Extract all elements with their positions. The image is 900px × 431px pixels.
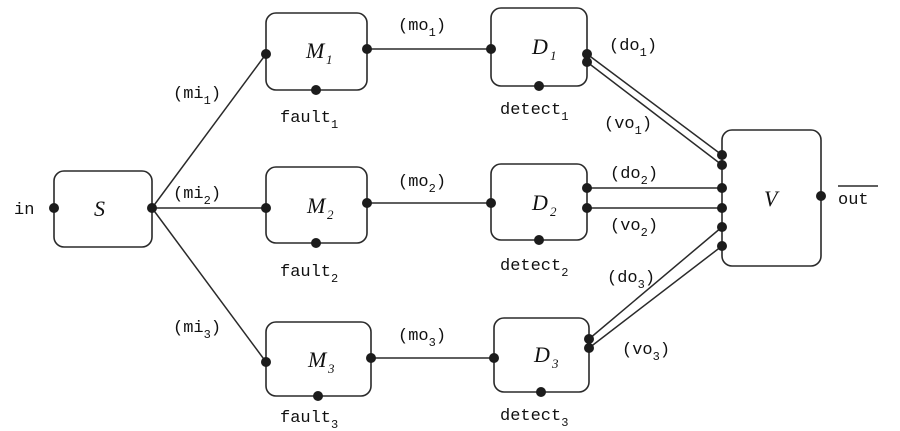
- label-mi-1: (mi1): [173, 85, 221, 108]
- module-D1: D 1: [490, 7, 588, 87]
- wire-do3: [588, 226, 723, 340]
- label-fault-2: fault2: [280, 263, 338, 286]
- port-d2-do: [582, 183, 592, 193]
- label-do-1: (do1): [609, 37, 657, 60]
- port-v-vo2: [717, 203, 727, 213]
- port-m1-in: [261, 49, 271, 59]
- label-vo-1: (vo1): [604, 115, 652, 138]
- module-m2-letter: M: [306, 193, 327, 218]
- module-m2-sub: 2: [327, 207, 334, 222]
- port-m2-fault: [311, 238, 321, 248]
- module-S: S: [53, 170, 153, 248]
- module-m1-letter: M: [305, 38, 326, 63]
- module-s-letter: S: [94, 196, 105, 221]
- port-m3-fault: [313, 391, 323, 401]
- module-m1-sub: 1: [326, 52, 333, 67]
- module-M2: M 2: [265, 166, 368, 244]
- port-d1-detect: [534, 81, 544, 91]
- module-v-letter: V: [764, 186, 780, 211]
- module-d3-letter: D: [533, 342, 550, 367]
- label-mo-1: (mo1): [398, 17, 446, 40]
- port-d2-vo: [582, 203, 592, 213]
- port-in: [49, 203, 59, 213]
- label-fault-1: fault1: [280, 109, 338, 132]
- label-detect-3: detect3: [500, 407, 568, 430]
- port-m1-out: [362, 44, 372, 54]
- port-m2-in: [261, 203, 271, 213]
- label-detect-1: detect1: [500, 101, 568, 124]
- label-mo-2: (mo2): [398, 173, 446, 196]
- label-in: in: [14, 201, 34, 220]
- wires: [151, 48, 723, 363]
- port-d1-in: [486, 44, 496, 54]
- module-M1: M 1: [265, 12, 368, 91]
- label-mo-3: (mo3): [398, 327, 446, 350]
- label-mi-3: (mi3): [173, 319, 221, 342]
- wire-vo3: [588, 245, 723, 349]
- port-v-do3: [717, 222, 727, 232]
- module-V: V: [721, 129, 822, 267]
- module-D2: D 2: [490, 163, 588, 241]
- label-fault-3: fault3: [280, 409, 338, 431]
- label-vo-3: (vo3): [622, 341, 670, 364]
- module-M3: M 3: [265, 321, 372, 397]
- label-vo-2: (vo2): [610, 217, 658, 240]
- module-d2-letter: D: [531, 190, 548, 215]
- ports: [49, 44, 826, 401]
- module-D3: D 3: [493, 317, 590, 393]
- port-m3-out: [366, 353, 376, 363]
- port-s-out: [147, 203, 157, 213]
- port-m3-in: [261, 357, 271, 367]
- module-d3-sub: 3: [551, 356, 559, 371]
- module-m3-letter: M: [307, 347, 328, 372]
- port-d1-do: [582, 49, 592, 59]
- port-d2-detect: [534, 235, 544, 245]
- port-v-vo1: [717, 160, 727, 170]
- label-do-2: (do2): [610, 165, 658, 188]
- label-detect-2: detect2: [500, 257, 568, 280]
- wire-s-m1: [151, 53, 267, 209]
- port-d3-vo: [584, 343, 594, 353]
- port-out: [816, 191, 826, 201]
- port-m2-out: [362, 198, 372, 208]
- module-d2-sub: 2: [550, 204, 557, 219]
- wire-vo1: [586, 61, 723, 166]
- module-d1-sub: 1: [550, 48, 557, 63]
- wire-s-m3: [151, 207, 267, 363]
- label-mi-2: (mi2): [173, 185, 221, 208]
- port-d1-vo: [582, 57, 592, 67]
- wire-do1: [586, 53, 723, 156]
- port-d2-in: [486, 198, 496, 208]
- port-v-do2: [717, 183, 727, 193]
- port-v-do1: [717, 150, 727, 160]
- port-d3-in: [489, 353, 499, 363]
- port-d3-do: [584, 334, 594, 344]
- port-v-vo3: [717, 241, 727, 251]
- module-m3-sub: 3: [327, 361, 335, 376]
- label-out: out: [838, 191, 869, 210]
- port-m1-fault: [311, 85, 321, 95]
- module-d1-letter: D: [531, 34, 548, 59]
- port-d3-detect: [536, 387, 546, 397]
